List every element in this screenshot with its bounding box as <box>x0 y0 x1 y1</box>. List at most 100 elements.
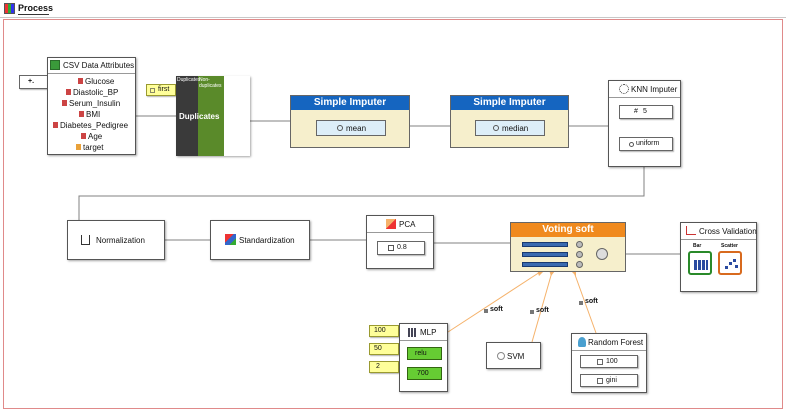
mlp-param-1-value: 100 <box>374 327 386 334</box>
simple-imputer-median-node[interactable]: Simple Imputer median <box>450 95 569 148</box>
mlp-hidden-layer-param-2[interactable]: 50 <box>369 343 399 355</box>
attribute-icon <box>79 111 84 117</box>
bar-chart-label: Bar <box>693 243 702 249</box>
svm-edge-label-text: soft <box>536 307 549 314</box>
mlp-hidden-layer-param-1[interactable]: 100 <box>369 325 399 337</box>
csv-title-divider <box>48 73 135 74</box>
mlp-title-divider <box>400 340 447 341</box>
standardization-node[interactable]: Standardization <box>210 220 310 260</box>
random-forest-criterion-value: gini <box>606 377 617 384</box>
svm-edge-label[interactable]: soft <box>530 307 556 317</box>
knn-imputer-node[interactable]: KNN Imputer # 5 uniform <box>608 80 681 167</box>
knn-weights-param[interactable]: uniform <box>619 137 673 151</box>
svm-icon <box>497 352 505 360</box>
knn-weights-value: uniform <box>636 140 660 147</box>
random-forest-criterion-param[interactable]: gini <box>580 374 638 387</box>
knn-title-divider <box>609 97 680 98</box>
simple-imputer-median-param[interactable]: median <box>475 120 545 136</box>
rf-edge-label[interactable]: soft <box>579 298 605 308</box>
csv-attr-target[interactable]: target <box>76 142 134 153</box>
attribute-icon <box>62 100 67 106</box>
csv-attr-bmi[interactable]: BMI <box>79 109 134 120</box>
normalization-node[interactable]: Normalization <box>67 220 165 260</box>
edge-label-icon <box>579 301 583 305</box>
attribute-label: Glucose <box>85 77 115 86</box>
knn-title: KNN Imputer <box>631 85 678 94</box>
mlp-node[interactable]: MLP relu 700 <box>399 323 448 392</box>
csv-data-node[interactable]: CSV Data Attributes Glucose Diastolic_BP… <box>47 57 136 155</box>
knn-neighbors-param[interactable]: # 5 <box>619 105 673 119</box>
voting-model-bar-3 <box>522 262 568 267</box>
simple-imputer-mean-node[interactable]: Simple Imputer mean <box>290 95 410 148</box>
target-icon <box>76 144 81 150</box>
attribute-label: Diabetes_Pedigree <box>60 121 129 130</box>
random-forest-title: Random Forest <box>588 338 644 347</box>
edge-label-icon <box>484 309 488 313</box>
small-toolbar-button[interactable]: +. <box>19 75 49 89</box>
simple-imputer-median-header: Simple Imputer <box>451 96 568 110</box>
attribute-label: Serum_Insulin <box>69 99 121 108</box>
duplicates-title: Duplicates <box>179 112 220 121</box>
mlp-param-2-value: 50 <box>374 345 382 352</box>
window-title: Process <box>18 3 54 13</box>
hash-icon: # <box>634 108 638 115</box>
pca-components-param[interactable]: 0.8 <box>377 241 425 255</box>
cross-validation-node[interactable]: Cross Validation Bar Scatter <box>680 222 757 292</box>
attribute-label: target <box>83 143 104 152</box>
duplicates-right-output <box>198 76 224 156</box>
strategy-icon <box>493 125 499 131</box>
voting-output-icon <box>596 248 608 260</box>
voting-soft-node[interactable]: Voting soft <box>510 222 626 272</box>
random-forest-trees-param[interactable]: 100 <box>580 355 638 368</box>
scatter-dot <box>735 265 738 268</box>
scatter-chart-label: Scatter <box>721 243 738 249</box>
mlp-edge-label-text: soft <box>490 306 503 313</box>
duplicates-left-label: Duplicates <box>177 77 201 83</box>
mlp-activation-param[interactable]: relu <box>407 347 442 360</box>
duplicates-node[interactable]: Duplicates Non-duplicates Duplicates <box>176 76 250 156</box>
duplicates-body <box>176 87 224 156</box>
csv-attr-serum-insulin[interactable]: Serum_Insulin <box>62 98 134 109</box>
simple-imputer-mean-value: mean <box>346 124 367 133</box>
mlp-hidden-layer-param-3[interactable]: 2 <box>369 361 399 373</box>
svm-node[interactable]: SVM <box>486 342 541 369</box>
svm-label: SVM <box>507 352 525 361</box>
normalization-label: Normalization <box>96 236 145 245</box>
duplicates-right-label: Non-duplicates <box>199 77 222 89</box>
mlp-param-3-value: 2 <box>376 363 380 370</box>
random-forest-icon <box>578 337 586 347</box>
simple-imputer-mean-param[interactable]: mean <box>316 120 386 136</box>
mlp-edge-label[interactable]: soft <box>484 306 510 316</box>
weights-icon <box>629 142 634 147</box>
attribute-label: Age <box>88 132 103 141</box>
simple-imputer-median-value: median <box>502 124 529 133</box>
scatter-chart-icon[interactable] <box>718 251 742 275</box>
voting-node-icon-3 <box>576 261 583 268</box>
csv-attr-diastolic[interactable]: Diastolic_BP <box>66 87 134 98</box>
mlp-iterations-param[interactable]: 700 <box>407 367 442 380</box>
voting-model-bar-1 <box>522 242 568 247</box>
mlp-activation-value: relu <box>415 350 427 357</box>
attribute-label: Diastolic_BP <box>73 88 119 97</box>
csv-attr-glucose[interactable]: Glucose <box>78 76 134 87</box>
random-forest-trees-value: 100 <box>606 358 618 365</box>
scatter-dot <box>729 262 732 265</box>
random-forest-node[interactable]: Random Forest 100 gini <box>571 333 647 393</box>
voting-node-icon-1 <box>576 241 583 248</box>
attribute-label: BMI <box>86 110 101 119</box>
duplicates-keep-param[interactable]: first <box>146 84 176 96</box>
voting-connectors <box>447 271 597 343</box>
bar-chart-icon[interactable] <box>688 251 712 275</box>
pca-node[interactable]: PCA 0.8 <box>366 215 434 269</box>
edge-label-icon <box>530 310 534 314</box>
standardization-icon <box>225 234 236 245</box>
csv-attr-age[interactable]: Age <box>81 131 134 142</box>
voting-node-icon-2 <box>576 251 583 258</box>
scatter-dot <box>733 259 736 262</box>
attribute-icon <box>53 122 58 128</box>
scatter-dot <box>725 266 728 269</box>
csv-attr-diabetes-pedigree[interactable]: Diabetes_Pedigree <box>53 120 135 131</box>
cross-validation-icon <box>686 226 696 235</box>
edge-rf-voting <box>573 271 597 334</box>
edge-svm-voting <box>531 271 553 343</box>
